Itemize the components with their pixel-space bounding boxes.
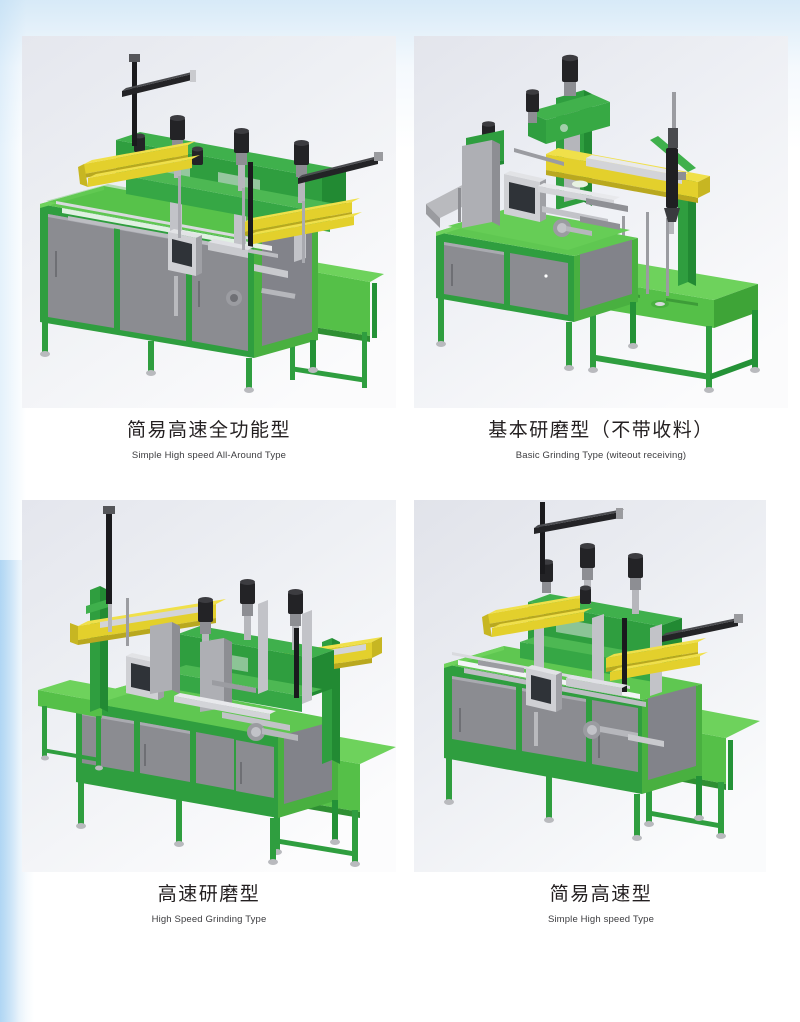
pickup-arm-left-1 — [122, 54, 196, 146]
figure-3-caption: 高速研磨型 High Speed Grinding Type — [22, 882, 396, 926]
product-card-1: 简易高速全功能型 Simple High speed All-Around Ty… — [22, 36, 396, 476]
product-card-3: 高速研磨型 High Speed Grinding Type — [22, 500, 396, 940]
figure-4-title-cn: 简易高速型 — [549, 883, 653, 905]
bench-feet-2 — [436, 298, 638, 371]
figure-1-caption: 简易高速全功能型 Simple High speed All-Around Ty… — [22, 418, 396, 462]
bench-fixtures-1 — [208, 239, 296, 306]
machine-diagram-3 — [22, 500, 396, 872]
machine-1 — [40, 54, 384, 393]
machine-3 — [38, 506, 396, 867]
figure-1-render — [22, 36, 396, 408]
figure-1-title-en: Simple High speed All-Around Type — [131, 450, 287, 461]
yellow-beam-left-4 — [482, 594, 592, 637]
hmi-screen-1[interactable] — [168, 229, 202, 316]
pickup-cylinder-2 — [664, 92, 680, 234]
figure-2-caption: 基本研磨型（不带收料） Basic Grinding Type (witeout… — [414, 418, 788, 462]
machine-diagram-4 — [414, 500, 766, 872]
pickup-arm-right-1 — [248, 152, 383, 248]
figure-4-caption: 简易高速型 Simple High speed Type — [414, 882, 788, 926]
bench-fixtures-3 — [174, 680, 298, 741]
bench-fixtures-2 — [514, 148, 628, 237]
hmi-screen-4[interactable] — [526, 665, 562, 746]
machine-2 — [426, 54, 760, 393]
figure-2-title-cn: 基本研磨型（不带收料） — [488, 419, 714, 441]
cabinet-doors-2 — [444, 242, 568, 315]
figure-3-title-en: High Speed Grinding Type — [151, 914, 267, 925]
product-card-4: 简易高速型 Simple High speed Type — [414, 500, 788, 940]
bench-fixtures-4 — [478, 660, 664, 747]
figure-3-title-cn: 高速研磨型 — [157, 883, 261, 905]
figure-4-render — [414, 500, 766, 872]
figure-4-title-en: Simple High speed Type — [547, 914, 655, 925]
guide-posts-1 — [178, 176, 305, 263]
product-card-2: 基本研磨型（不带收料） Basic Grinding Type (witeout… — [414, 36, 788, 476]
machine-4 — [444, 502, 760, 841]
pickup-posts-3 — [103, 506, 299, 698]
figure-2-title-en: Basic Grinding Type (witeout receiving) — [515, 450, 687, 461]
machine-diagram-2 — [414, 36, 788, 408]
figure-2-render — [414, 36, 788, 408]
hmi-screen-2[interactable] — [504, 171, 546, 222]
beam-cylinder-2 — [586, 155, 688, 184]
yellow-beam-left-1 — [78, 141, 200, 187]
figure-1-title-cn: 简易高速全功能型 — [126, 419, 291, 441]
pickup-arms-4 — [534, 502, 743, 692]
figure-3-render — [22, 500, 396, 872]
yellow-beam-right-4 — [606, 638, 708, 681]
bench-feet-1 — [40, 322, 318, 393]
cabinet-doors-3 — [82, 712, 274, 798]
machine-diagram-1 — [22, 36, 396, 408]
